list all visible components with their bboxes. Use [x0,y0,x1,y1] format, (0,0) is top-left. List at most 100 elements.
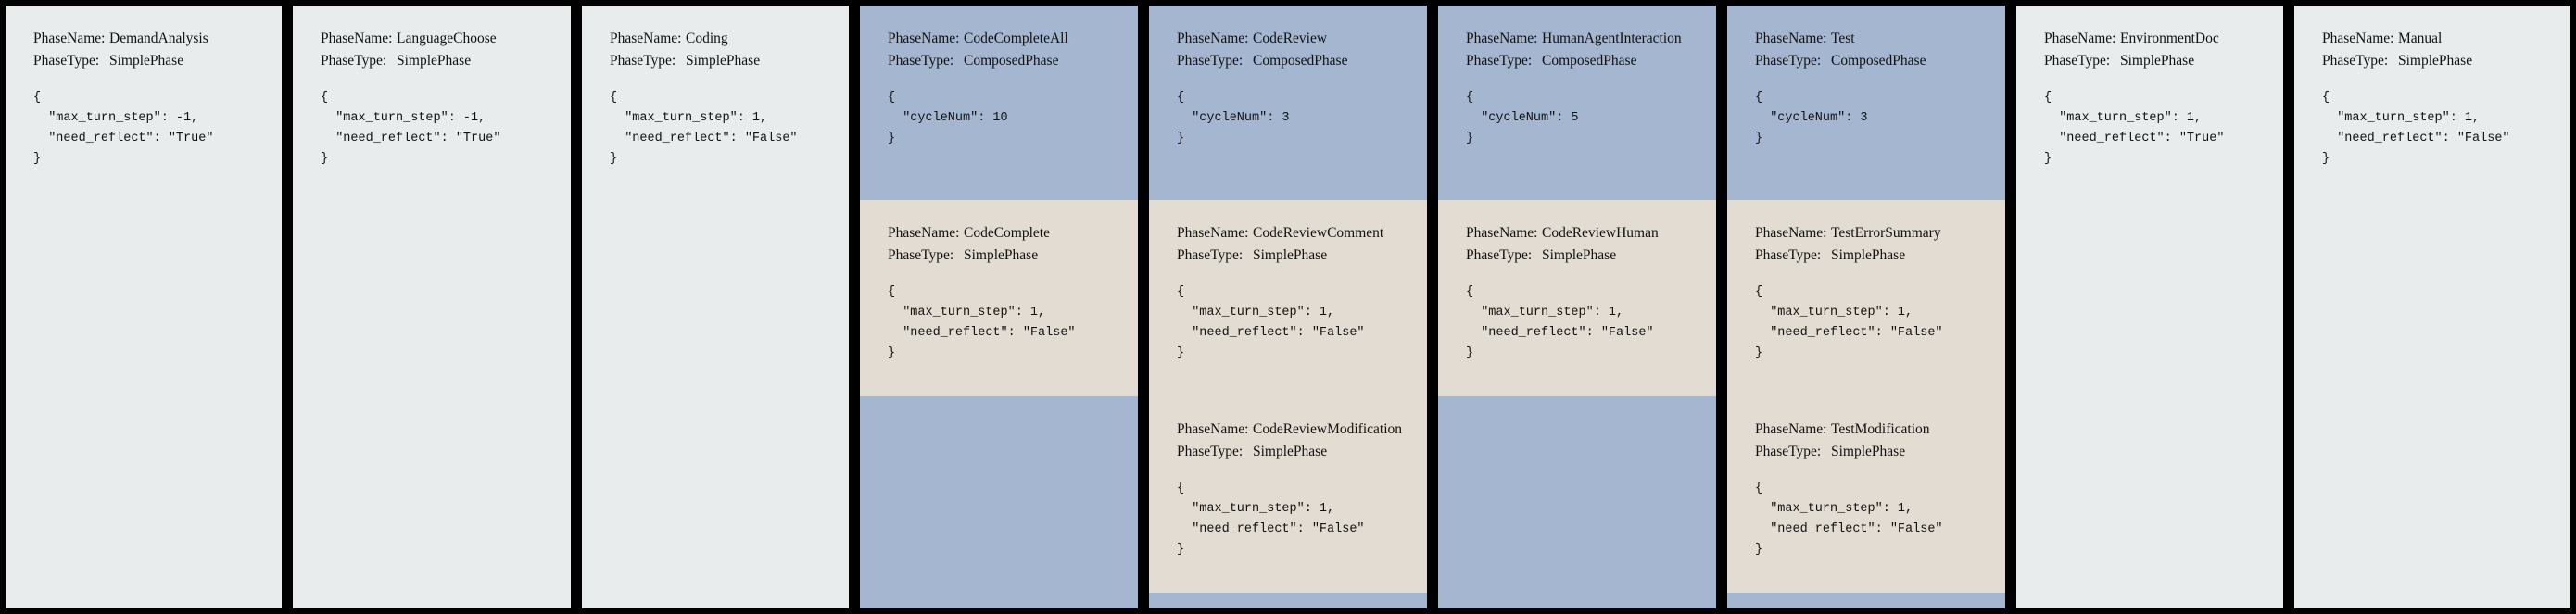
phase-name-label: PhaseName: [33,31,106,46]
subphase-name-row: PhaseName:CodeComplete [888,222,1110,244]
phase-type-label: PhaseType: [33,53,100,69]
subphase-name-value: TestModification [1831,421,1930,437]
subphase-type-value: SimplePhase [1831,247,1906,264]
subphase-type-value: SimplePhase [1253,247,1328,264]
phase-name-value: CodeReview [1253,31,1328,46]
subphase-name-label: PhaseName: [1755,225,1827,241]
phase-type-label: PhaseType: [2044,53,2111,69]
subphase-config-json: { "max_turn_step": 1, "need_reflect": "F… [888,285,1076,360]
subphase-name-row: PhaseName:CodeReviewHuman [1466,222,1688,244]
subphase-type-value: SimplePhase [1253,444,1328,460]
phase-type-row: PhaseType: SimplePhase [33,50,254,72]
phase-name-row: PhaseName:Test [1755,28,1977,50]
phase-name-value: CodeCompleteAll [964,31,1068,46]
subphase-type-label: PhaseType: [1755,444,1822,460]
subphase-name-label: PhaseName: [1466,225,1538,241]
phase-type-value: SimplePhase [109,53,184,69]
subphase-name-value: TestErrorSummary [1831,225,1941,241]
subphase-type-label: PhaseType: [888,247,954,264]
phase-name-row: PhaseName:HumanAgentInteraction [1466,28,1688,50]
subphase-type-row: PhaseType: SimplePhase [1466,244,1688,267]
composed-phase-filler [1149,593,1427,608]
phase-name-label: PhaseName: [321,31,393,46]
composed-phase-filler [1438,396,1716,608]
phase-type-row: PhaseType: SimplePhase [610,50,821,72]
phase-name-label: PhaseName: [1755,31,1827,46]
phase-type-label: PhaseType: [321,53,387,69]
phase-name-label: PhaseName: [2322,31,2394,46]
phase-name-label: PhaseName: [2044,31,2116,46]
subphase-name-row: PhaseName:TestErrorSummary [1755,222,1977,244]
phase-config-json: { "cycleNum": 3 } [1177,91,1290,145]
subphase-config-json: { "max_turn_step": 1, "need_reflect": "F… [1755,482,1943,557]
phase-type-label: PhaseType: [888,53,954,69]
subphase-type-row: PhaseType: SimplePhase [1755,244,1977,267]
phase-type-row: PhaseType: SimplePhase [2044,50,2255,72]
phase-name-row: PhaseName:Coding [610,28,821,50]
phase-type-row: PhaseType: SimplePhase [321,50,543,72]
subphase-config-json: { "max_turn_step": 1, "need_reflect": "F… [1466,285,1654,360]
subphase-config-json: { "max_turn_step": 1, "need_reflect": "F… [1177,482,1365,557]
phase-name-value: EnvironmentDoc [2120,31,2219,46]
phase-type-label: PhaseType: [2322,53,2389,69]
subphase-name-label: PhaseName: [888,225,960,241]
phase-type-value: ComposedPhase [964,53,1059,69]
subphase-name-value: CodeReviewComment [1253,225,1384,241]
phase-type-label: PhaseType: [1755,53,1822,69]
phase-name-label: PhaseName: [610,31,682,46]
phase-type-value: ComposedPhase [1253,53,1348,69]
phase-type-value: SimplePhase [2120,53,2195,69]
phase-config-json: { "max_turn_step": -1, "need_reflect": "… [321,91,501,166]
phase-type-value: SimplePhase [397,53,472,69]
phase-name-row: PhaseName:Manual [2322,28,2543,50]
subphase-type-value: SimplePhase [1542,247,1617,264]
phase-name-label: PhaseName: [1466,31,1538,46]
phase-type-value: SimplePhase [686,53,761,69]
phase-type-row: PhaseType:ComposedPhase [1755,50,1977,72]
subphase-name-row: PhaseName:CodeReviewModification [1177,419,1402,441]
phase-type-label: PhaseType: [610,53,676,69]
phase-type-value: ComposedPhase [1542,53,1637,69]
subphase-type-value: SimplePhase [1831,444,1906,460]
subphase-type-label: PhaseType: [1755,247,1822,264]
subphase-name-value: CodeReviewHuman [1542,225,1659,241]
subphase-type-label: PhaseType: [1466,247,1533,264]
phase-name-row: PhaseName:DemandAnalysis [33,28,254,50]
phase-config-json: { "cycleNum": 3 } [1755,91,1868,145]
subphase-name-label: PhaseName: [1177,421,1249,437]
phase-type-value: SimplePhase [2398,53,2473,69]
subphase-type-row: PhaseType:SimplePhase [1177,441,1399,463]
phase-type-label: PhaseType: [1177,53,1244,69]
phase-name-row: PhaseName: EnvironmentDoc [2044,28,2255,50]
subphase-type-value: SimplePhase [964,247,1039,264]
phase-config-json: { "cycleNum": 10 } [888,91,1008,145]
phase-config-json: { "max_turn_step": 1, "need_reflect": "T… [2044,91,2225,166]
phase-name-row: PhaseName:CodeReview [1177,28,1399,50]
composed-phase-filler [1727,593,2005,608]
subphase-name-row: PhaseName:CodeReviewComment [1177,222,1399,244]
